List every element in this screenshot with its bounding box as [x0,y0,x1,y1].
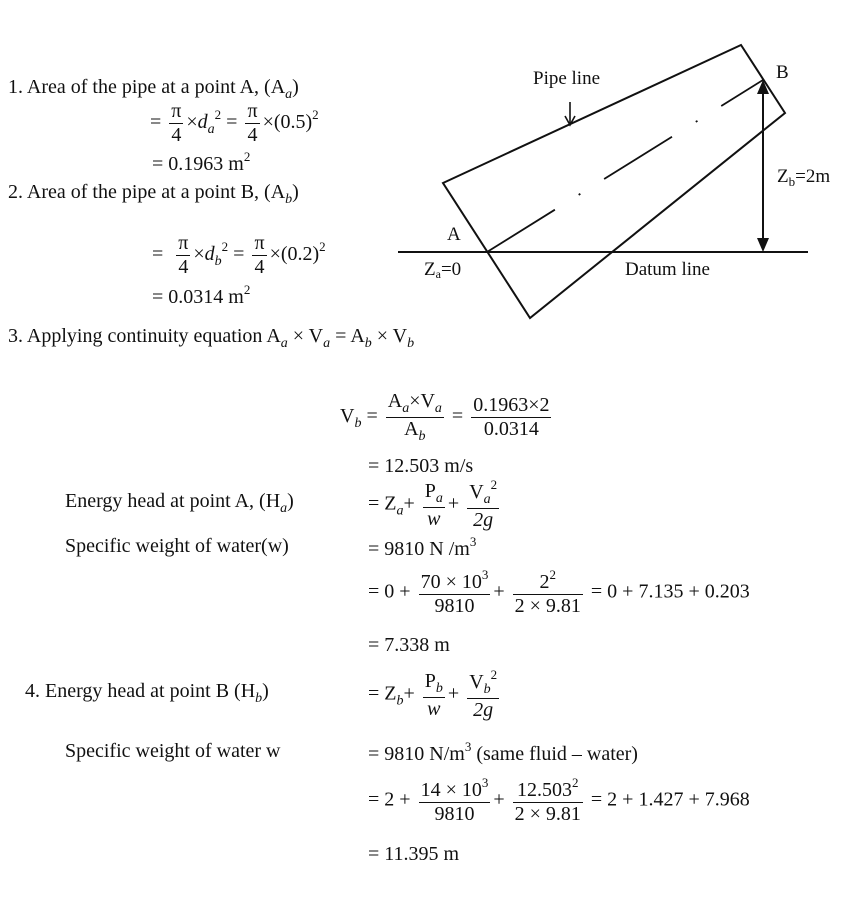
point-a-label: A [447,224,461,245]
step2-heading: 2. Area of the pipe at a point B, (Ab) [8,181,299,207]
energy-a-sw-label: Specific weight of water(w) [65,535,289,557]
energy-b-sw-label: Specific weight of water w [65,740,281,762]
energy-b-label: 4. Energy head at point B (Hb) [25,680,269,706]
za-label: Za=0 [424,259,461,281]
step1-heading: 1. Area of the pipe at a point A, (Aa) [8,76,299,102]
pipe-centerline [486,79,764,253]
arrowhead-down [757,238,769,252]
point-b-label: B [776,62,789,83]
energy-b-result: = 11.395 m [368,843,460,865]
step3-heading: 3. Applying continuity equation Aa × Va … [8,325,415,351]
energy-b-sw-value: = 9810 N/m3 (same fluid – water) [368,739,638,765]
pipe-diagram: Pipe line B A Zb=2m Za=0 Datum line [398,43,830,320]
pipe-outline [441,43,787,320]
energy-a-result: = 7.338 m [368,634,450,656]
arrowhead-up [757,80,769,94]
step1-result: = 0.1963 m2 [152,149,251,175]
zb-label: Zb=2m [777,166,830,189]
datum-line-label: Datum line [625,259,710,280]
step3-result: = 12.503 m/s [368,455,474,477]
energy-a-label: Energy head at point A, (Ha) [65,490,294,516]
pipe-line-label: Pipe line [533,68,600,89]
step2-result: = 0.0314 m2 [152,282,251,308]
energy-a-sw-value: = 9810 N /m3 [368,534,477,560]
pipe-pointer-head [564,115,576,127]
